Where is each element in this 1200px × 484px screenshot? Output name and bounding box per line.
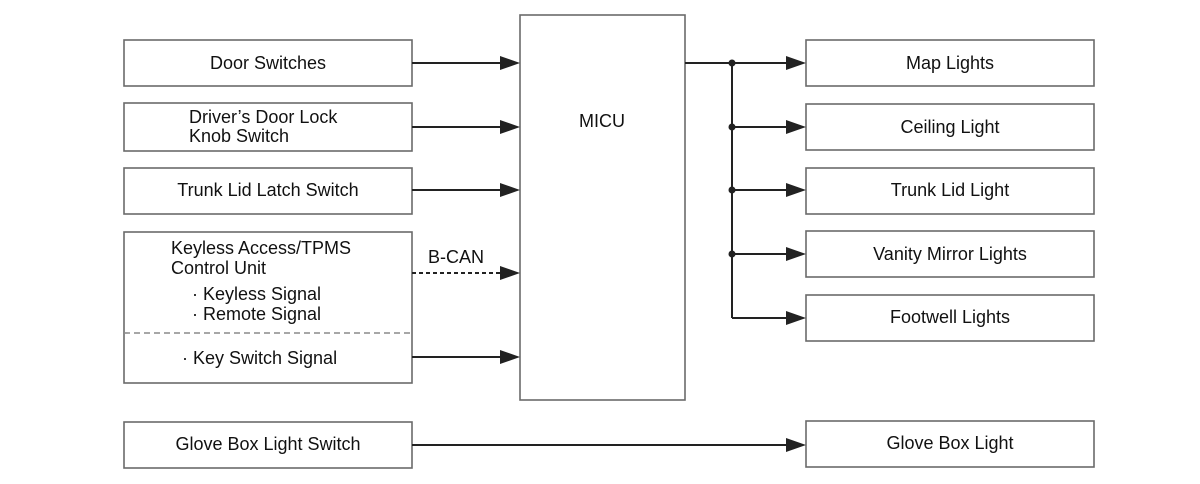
drivers-door-lock-block: Driver’s Door Lock Knob Switch	[123, 102, 413, 152]
output-connections	[685, 56, 806, 325]
arrowhead-door-switches	[500, 56, 520, 70]
input-connections: B-CAN	[412, 56, 520, 364]
glove-box-light-switch-label: Glove Box Light Switch	[175, 434, 360, 454]
vanity-mirror-lights-label: Vanity Mirror Lights	[873, 244, 1027, 264]
arrowhead-glove-box	[786, 438, 806, 452]
micu-block: MICU	[519, 14, 686, 401]
b-can-label: B-CAN	[428, 247, 484, 267]
junction-vanity-mirror-lights	[728, 250, 736, 258]
arrowhead-trunk-lid-light	[786, 183, 806, 197]
footwell-lights-block: Footwell Lights	[805, 294, 1095, 342]
remote-signal-label: · Remote Signal	[192, 304, 321, 324]
trunk-lid-latch-switch-block: Trunk Lid Latch Switch	[123, 167, 413, 215]
glove-box-light-label: Glove Box Light	[886, 433, 1013, 453]
glove-box-light-switch-block: Glove Box Light Switch	[123, 421, 413, 469]
arrowhead-drivers-door-lock	[500, 120, 520, 134]
trunk-lid-light-label: Trunk Lid Light	[891, 180, 1009, 200]
arrowhead-trunk-lid-latch	[500, 183, 520, 197]
map-lights-label: Map Lights	[906, 53, 994, 73]
trunk-lid-latch-switch-label: Trunk Lid Latch Switch	[177, 180, 358, 200]
arrowhead-map-lights	[786, 56, 806, 70]
ceiling-light-label: Ceiling Light	[900, 117, 999, 137]
keyless-title-line2: Control Unit	[171, 258, 266, 278]
footwell-lights-label: Footwell Lights	[890, 307, 1010, 327]
keyless-signal-label: · Keyless Signal	[192, 284, 321, 304]
junction-trunk-lid-light	[728, 186, 736, 194]
arrowhead-ceiling-light	[786, 120, 806, 134]
arrowhead-footwell-lights	[786, 311, 806, 325]
keyless-title-line1: Keyless Access/TPMS	[171, 238, 351, 258]
ceiling-light-block: Ceiling Light	[805, 103, 1095, 151]
keyless-access-tpms-block: Keyless Access/TPMS Control Unit · Keyle…	[123, 231, 413, 384]
glove-box-light-block: Glove Box Light	[805, 420, 1095, 468]
arrowhead-key-switch-signal	[500, 350, 520, 364]
trunk-lid-light-block: Trunk Lid Light	[805, 167, 1095, 215]
drivers-door-lock-label-line1: Driver’s Door Lock	[189, 107, 338, 127]
drivers-door-lock-label-line2: Knob Switch	[189, 126, 289, 146]
micu-label: MICU	[579, 111, 625, 131]
junction-ceiling-light	[728, 123, 736, 131]
arrowhead-b-can	[500, 266, 520, 280]
map-lights-block: Map Lights	[805, 39, 1095, 87]
door-switches-block: Door Switches	[123, 39, 413, 87]
arrowhead-vanity-mirror-lights	[786, 247, 806, 261]
key-switch-signal-label: · Key Switch Signal	[182, 348, 337, 368]
vanity-mirror-lights-block: Vanity Mirror Lights	[805, 230, 1095, 278]
door-switches-label: Door Switches	[210, 53, 326, 73]
junction-map-lights	[728, 59, 736, 67]
glove-box-connection	[412, 438, 806, 452]
